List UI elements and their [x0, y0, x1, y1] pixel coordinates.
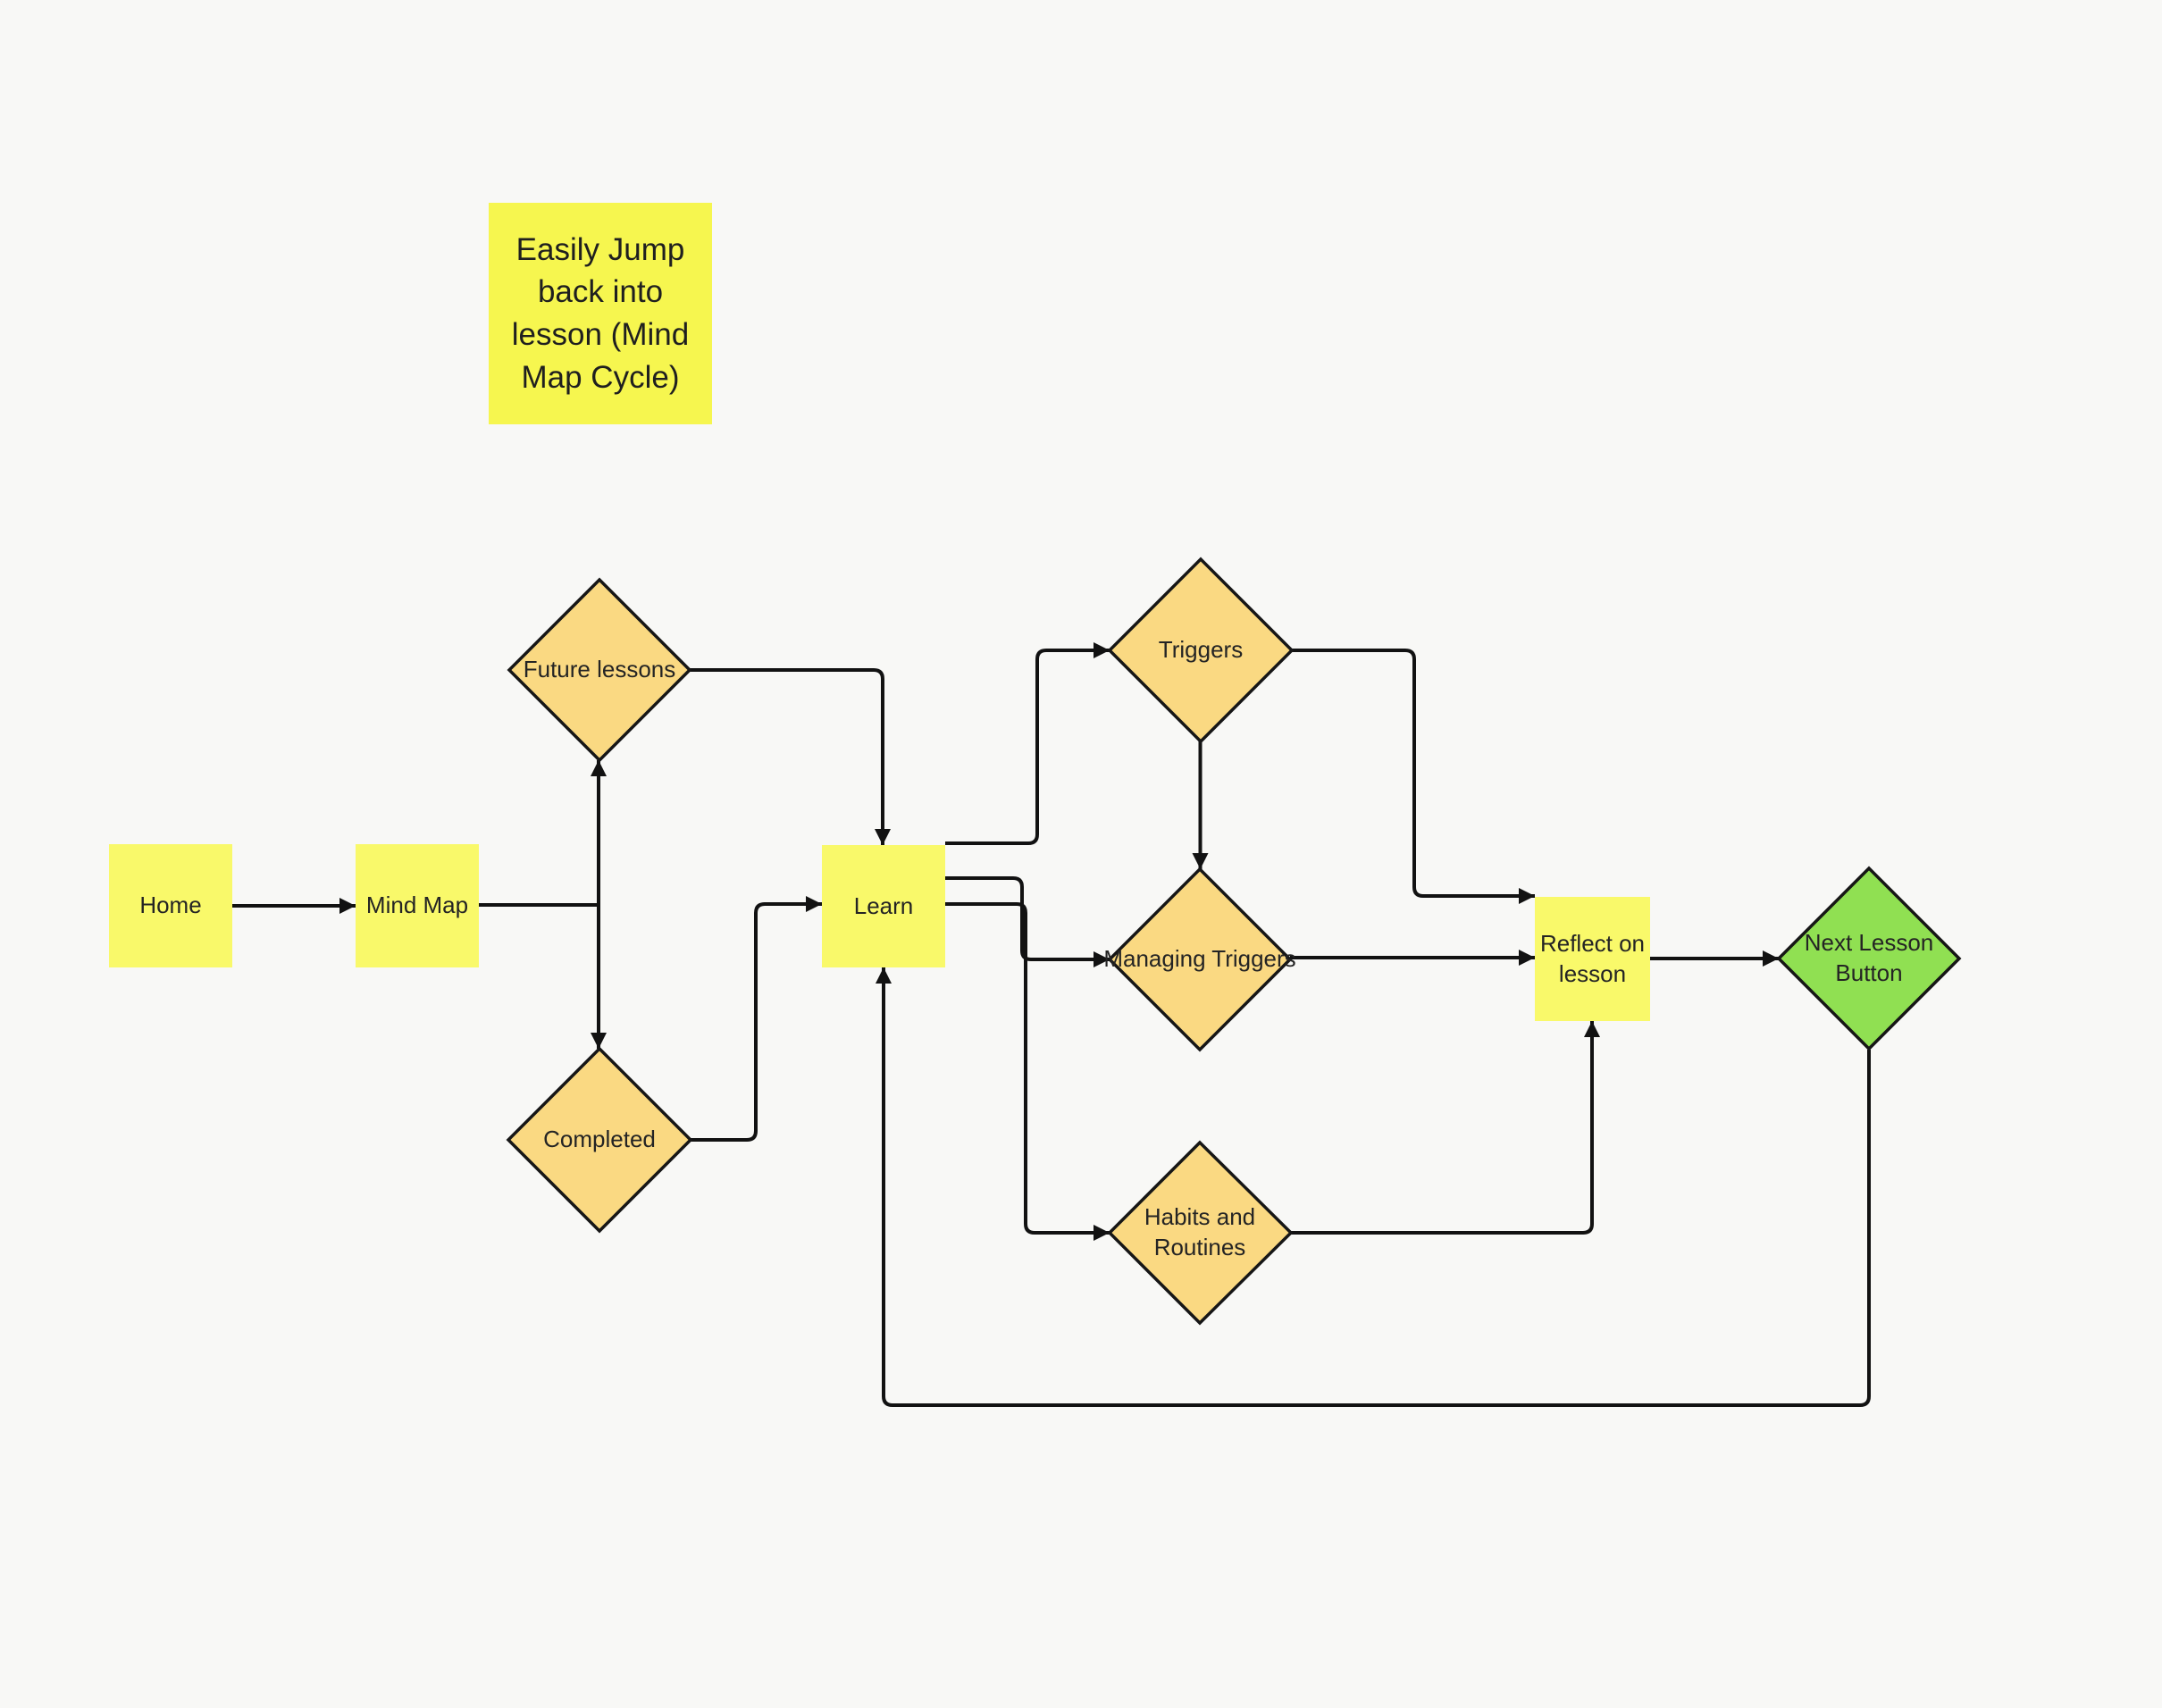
- node-completed-label: Completed: [543, 1126, 656, 1153]
- habits-routines-diamond[interactable]: [1107, 1140, 1294, 1326]
- connector-completed-to-learn[interactable]: [691, 896, 822, 1142]
- node-managing-triggers-label: Managing Triggers: [1103, 945, 1296, 973]
- node-reflect-on-lesson[interactable]: Reflect on lesson: [1535, 897, 1650, 1021]
- managing-triggers-diamond[interactable]: [1107, 867, 1293, 1052]
- node-mind-map[interactable]: Mind Map: [356, 844, 479, 967]
- node-future-lessons-label: Future lessons: [523, 656, 676, 683]
- node-learn-label: Learn: [853, 892, 914, 919]
- connector-learn-to-habits[interactable]: [945, 902, 1110, 1241]
- connector-futurelessons-to-learn[interactable]: [690, 668, 891, 845]
- future-lessons-diamond[interactable]: [507, 577, 692, 763]
- node-mind-map-label: Mind Map: [365, 892, 469, 919]
- node-home[interactable]: Home: [109, 844, 232, 967]
- connector-learn-to-triggers[interactable]: [945, 642, 1110, 845]
- triggers-diamond[interactable]: [1107, 557, 1295, 744]
- connector-nextlesson-to-learn[interactable]: [876, 967, 1871, 1407]
- connector-habits-to-reflect[interactable]: [1291, 1021, 1600, 1235]
- node-habits-routines-label: Habits and Routines: [1144, 1203, 1256, 1260]
- node-next-lesson-button-label: Next Lesson Button: [1804, 929, 1934, 986]
- connector-triggers-to-reflect[interactable]: [1292, 649, 1535, 904]
- node-home-label: Home: [139, 892, 202, 919]
- sticky-note-text: Easily Jump back into lesson (Mind Map C…: [511, 231, 690, 395]
- node-reflect-on-lesson-label: Reflect on lesson: [1539, 929, 1646, 987]
- completed-diamond[interactable]: [506, 1046, 693, 1234]
- next-lesson-button-diamond[interactable]: [1776, 866, 1962, 1051]
- node-triggers-label: Triggers: [1158, 636, 1244, 664]
- node-learn[interactable]: Learn: [822, 845, 945, 967]
- sticky-note[interactable]: Easily Jump back into lesson (Mind Map C…: [489, 203, 712, 424]
